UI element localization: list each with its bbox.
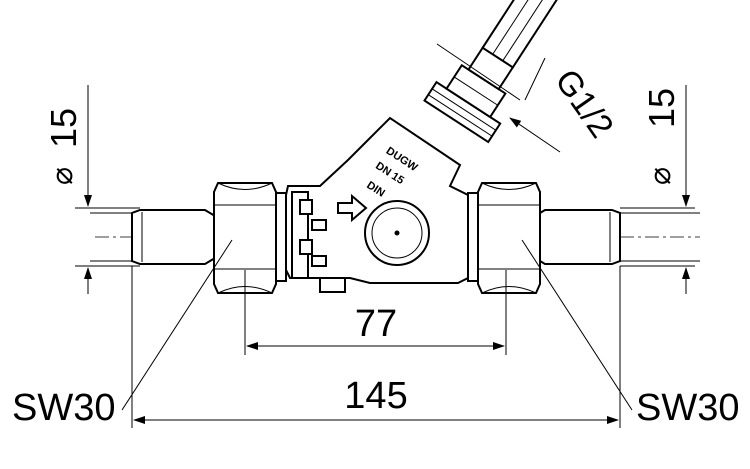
angled-stem [423,0,583,144]
left-diameter-symbol: ⌀ [46,167,79,185]
inner-length-value: 77 [355,303,397,345]
left-diameter-dimension: ⌀ 15 [43,85,140,294]
left-wrench-size: SW30 [12,387,115,429]
right-wrench-leader: SW30 [521,239,739,429]
thread-label: G1/2 [547,63,620,145]
right-diameter-symbol: ⌀ [644,167,677,185]
right-diameter-dimension: ⌀ 15 [620,85,695,294]
flow-arrow-icon [337,193,368,223]
left-diameter-value: 15 [43,108,84,148]
right-diameter-value: 15 [641,88,682,128]
right-wrench-size: SW30 [636,387,739,429]
left-wrench-leader: SW30 [12,239,233,429]
valve-body [285,116,469,293]
total-length-dimension: 145 [131,266,621,428]
total-length-value: 145 [344,375,407,417]
inner-length-dimension: 77 [244,270,507,355]
right-union-nut [467,182,541,294]
left-union-nut [213,182,287,294]
